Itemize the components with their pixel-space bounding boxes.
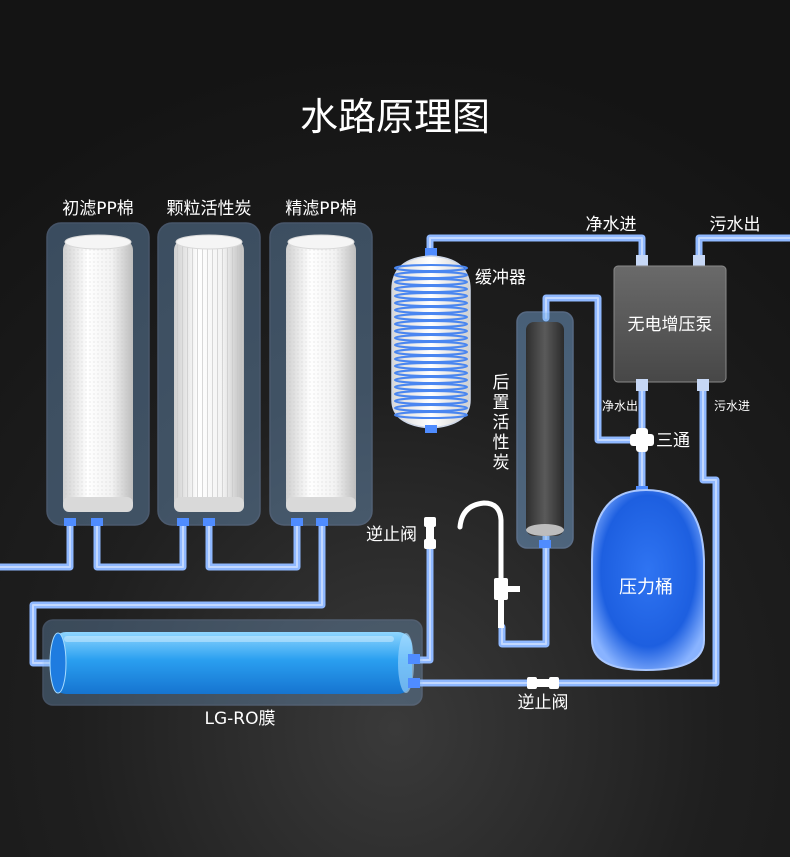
check-valve-2	[527, 677, 559, 689]
buffer-label: 缓冲器	[475, 268, 526, 288]
buffer-coils	[394, 264, 468, 419]
check-valve-2-label: 逆止阀	[518, 693, 569, 713]
check-valve-1	[424, 517, 436, 549]
tank-label: 压力桶	[619, 577, 673, 598]
post-carbon-label-text: 后置活性炭	[493, 373, 510, 473]
buffer-tank	[391, 248, 471, 433]
post-carbon-label-vertical: 后置活性炭	[493, 373, 510, 473]
filter3-label: 精滤PP棉	[285, 199, 357, 219]
membrane-label: LG-RO膜	[205, 709, 276, 729]
filter1-label: 初滤PP棉	[62, 199, 134, 219]
filter-granular-carbon	[157, 222, 261, 526]
pressure-tank	[591, 486, 705, 672]
post-carbon-filter	[516, 311, 574, 549]
pump-waste-in-label: 污水进	[714, 399, 750, 413]
faucet	[457, 500, 520, 628]
pump-label: 无电增压泵	[628, 315, 713, 335]
diagram-title: 水路原理图	[300, 95, 490, 139]
coil-ring	[394, 411, 468, 419]
pump-waste-out-label: 污水出	[710, 215, 761, 235]
filter2-label: 颗粒活性炭	[167, 199, 252, 219]
pump-clean-out-label: 净水出	[602, 399, 638, 413]
tee-label: 三通	[656, 431, 690, 451]
check-valve-1-label: 逆止阀	[366, 525, 417, 545]
pump-clean-in-label: 净水进	[586, 215, 637, 235]
filter-pp-cotton-primary	[46, 222, 150, 526]
tee-joint	[630, 428, 654, 452]
booster-pump	[613, 255, 727, 391]
ro-membrane	[42, 619, 423, 706]
filter-pp-cotton-fine	[269, 222, 373, 526]
